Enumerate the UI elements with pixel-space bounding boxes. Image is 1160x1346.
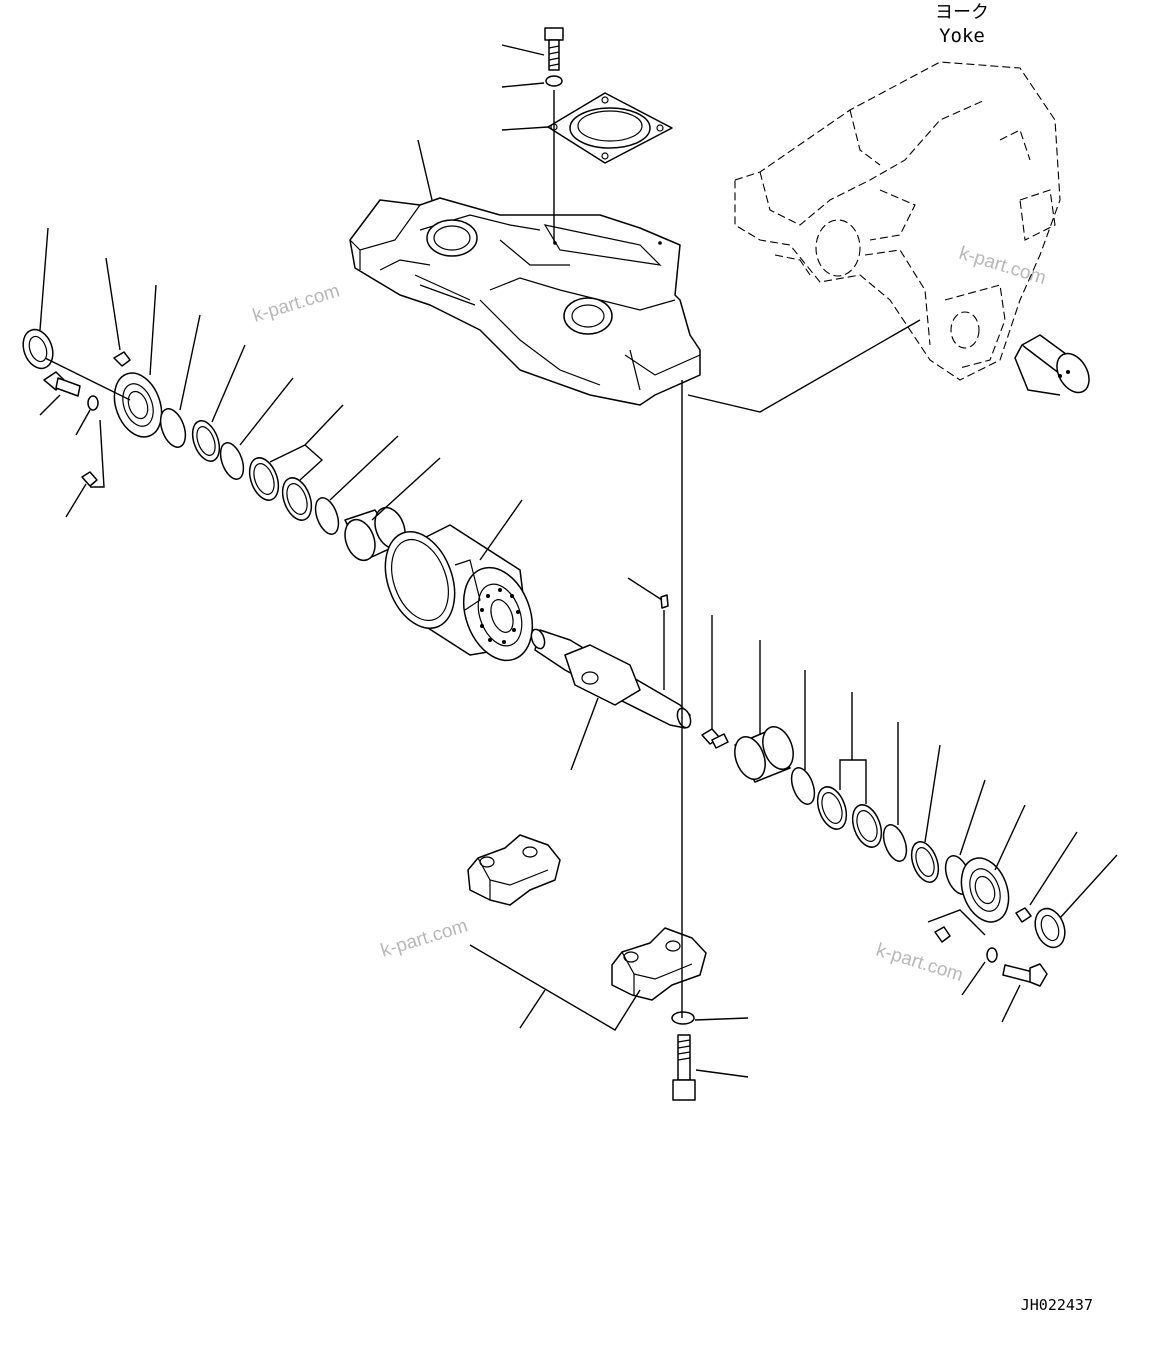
- right-collar: [960, 857, 1010, 923]
- yoke-label-japanese: ヨーク: [935, 2, 989, 23]
- left-floating-seal-ring-2: [281, 477, 313, 521]
- right-bushing: [734, 726, 794, 783]
- left-o-ring-2: [219, 442, 245, 480]
- top-bolt: [544, 27, 564, 71]
- right-plug-bolt: [701, 728, 729, 749]
- drawing-code: JH022437: [1021, 1296, 1093, 1314]
- right-o-ring-1: [790, 767, 816, 805]
- lower-washer: [671, 1011, 695, 1025]
- watermark: k-part.com: [250, 280, 342, 326]
- leader-lines: [39, 44, 1118, 1078]
- right-plug: [1015, 907, 1032, 923]
- right-floating-seal: [1034, 907, 1066, 949]
- top-washer: [545, 75, 563, 87]
- left-plug: [113, 351, 131, 367]
- right-floating-seal-ring-1: [816, 786, 848, 830]
- track-roller: [384, 524, 534, 662]
- right-seal-ring: [910, 841, 940, 883]
- yoke-outline: [734, 61, 1061, 381]
- yoke-label: Yoke: [939, 25, 985, 47]
- roller-shaft: [530, 628, 692, 729]
- yoke-pin: [1014, 334, 1090, 396]
- left-collar-bolt: [43, 371, 81, 397]
- right-collar-bolt: [1002, 963, 1048, 987]
- left-o-ring-1: [159, 408, 187, 448]
- left-plug-lower: [81, 471, 98, 487]
- left-floating-seal: [22, 328, 54, 370]
- left-seal-ring: [191, 420, 221, 462]
- left-washer: [87, 395, 99, 411]
- left-o-ring-3: [314, 497, 340, 535]
- guard-upper: [467, 834, 561, 906]
- watermark: k-part.com: [378, 915, 470, 961]
- right-washer: [986, 947, 998, 963]
- guard-lower: [611, 927, 707, 1001]
- right-floating-seal-ring-2: [851, 804, 883, 848]
- left-floating-seal-ring: [248, 457, 280, 501]
- roller-frame: [349, 197, 701, 406]
- right-plug-lower: [934, 926, 951, 943]
- pin: [660, 594, 669, 609]
- watermark: k-part.com: [874, 940, 966, 986]
- lower-bolt: [672, 1034, 696, 1101]
- cover-plate: [547, 92, 673, 164]
- right-o-ring-2: [882, 824, 908, 862]
- left-collar: [113, 372, 163, 438]
